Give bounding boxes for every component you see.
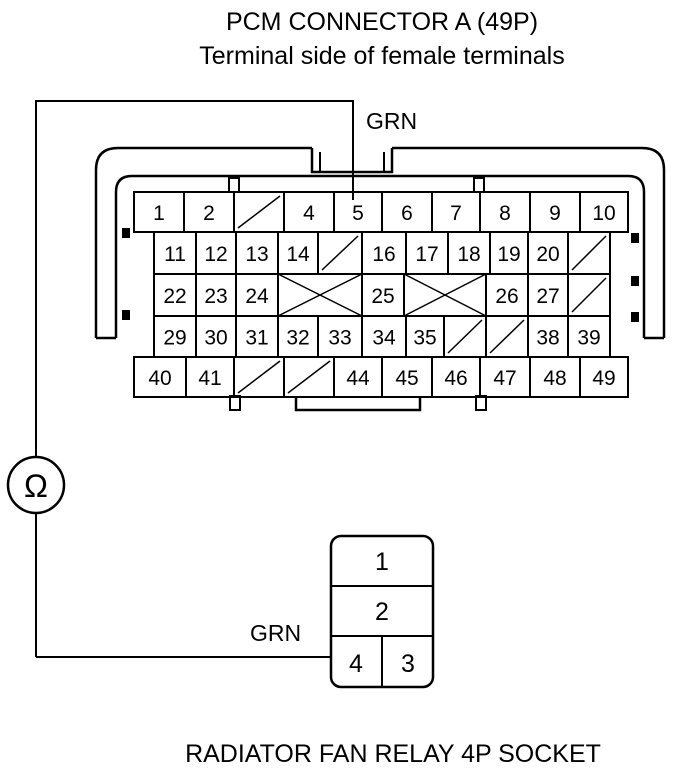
pin-5-r0-c4: 5 xyxy=(352,202,364,225)
pin-blank-cross-x2-stroke-b xyxy=(403,273,487,317)
ohmmeter-symbol: Ω xyxy=(24,468,48,504)
pin-blank-r1-c4-slash xyxy=(321,235,359,271)
pin-blank-r2-c8-slash xyxy=(571,277,607,313)
pin-10-r0-c9: 10 xyxy=(592,202,615,225)
pin-49-r4-c9-cell xyxy=(579,356,629,398)
pin-32-r3-c3: 32 xyxy=(286,327,309,350)
pin-8-r0-c7: 8 xyxy=(499,202,511,225)
pin-38-r3-c9: 38 xyxy=(536,327,559,350)
pin-35-r3-c6: 35 xyxy=(413,327,436,350)
relay-pin-1: 1 xyxy=(375,548,389,576)
pin-29-r3-c0: 29 xyxy=(163,327,186,350)
pin-33-r3-c4: 33 xyxy=(328,327,351,350)
pin-27-r2-c7: 27 xyxy=(536,285,559,308)
relay-pin-2: 2 xyxy=(375,598,389,626)
pin-11-r1-c0: 11 xyxy=(164,243,186,266)
wire-meter-to-pcm xyxy=(35,100,354,456)
pin-22-r2-c0: 22 xyxy=(163,285,186,308)
pin-24-r2-c2: 24 xyxy=(245,285,269,308)
pin-41-r4-c1: 41 xyxy=(198,367,221,390)
pin-2-r0-c1: 2 xyxy=(203,202,215,225)
pin-9-r0-c8: 9 xyxy=(549,202,561,225)
pin-34-r3-c5: 34 xyxy=(372,327,396,350)
relay-socket xyxy=(329,534,435,689)
pin-26-r2-c6: 26 xyxy=(495,285,518,308)
relay-wire-label: GRN xyxy=(250,620,301,646)
pin-19-r1-c8: 19 xyxy=(497,243,520,266)
relay-pin-4: 4 xyxy=(349,650,363,678)
pin-47-r4-c7: 47 xyxy=(493,367,516,390)
pin-4-r0-c3: 4 xyxy=(303,202,315,225)
pin-14-r1-c3: 14 xyxy=(286,243,310,266)
pin-23-r2-c1: 23 xyxy=(204,285,227,308)
pin-20-r1-c9: 20 xyxy=(536,243,559,266)
pin-16-r1-c5: 16 xyxy=(372,243,395,266)
pin-48-r4-c8: 48 xyxy=(543,367,566,390)
ohmmeter-icon xyxy=(6,455,66,515)
pin-17-r1-c6: 17 xyxy=(415,243,438,266)
relay-socket-title: RADIATOR FAN RELAY 4P SOCKET xyxy=(185,740,601,768)
pin-13-r1-c2: 13 xyxy=(245,243,268,266)
pin-46-r4-c6: 46 xyxy=(444,367,467,390)
pin-blank-r3-c7-slash xyxy=(447,319,483,354)
pin-30-r3-c1: 30 xyxy=(204,327,227,350)
pin-39-r3-c10: 39 xyxy=(577,327,600,350)
pin-40-r4-c0: 40 xyxy=(148,367,171,390)
relay-pin-3: 3 xyxy=(401,650,415,678)
pin-44-r4-c4: 44 xyxy=(346,367,370,390)
pin-blank-r4-c2-slash xyxy=(237,360,281,394)
pcm-connector-title: PCM CONNECTOR A (49P) xyxy=(226,8,538,36)
pcm-connector-housing xyxy=(94,146,666,412)
pin-blank-cross-x1-stroke-b xyxy=(277,273,363,317)
pin-12-r1-c1: 12 xyxy=(204,243,227,266)
pin-45-r4-c5: 45 xyxy=(395,367,418,390)
pin-31-r3-c2: 31 xyxy=(245,327,268,350)
pin-6-r0-c5: 6 xyxy=(401,202,413,225)
pin-blank-r1-c10-slash xyxy=(571,235,607,271)
pin-18-r1-c7: 18 xyxy=(457,243,480,266)
pin-1-r0-c0: 1 xyxy=(153,202,165,225)
pin-blank-r0-c2-slash xyxy=(237,195,281,229)
pcm-wire-label: GRN xyxy=(366,108,417,134)
pin-blank-r4-c3-slash xyxy=(287,360,331,394)
pin-blank-r3-c8-slash xyxy=(489,319,525,354)
pin-25-r2-c4: 25 xyxy=(371,285,394,308)
pin-49-r4-c9: 49 xyxy=(592,367,615,390)
pin-7-r0-c6: 7 xyxy=(450,202,462,225)
pcm-connector-subtitle: Terminal side of female terminals xyxy=(199,42,564,70)
